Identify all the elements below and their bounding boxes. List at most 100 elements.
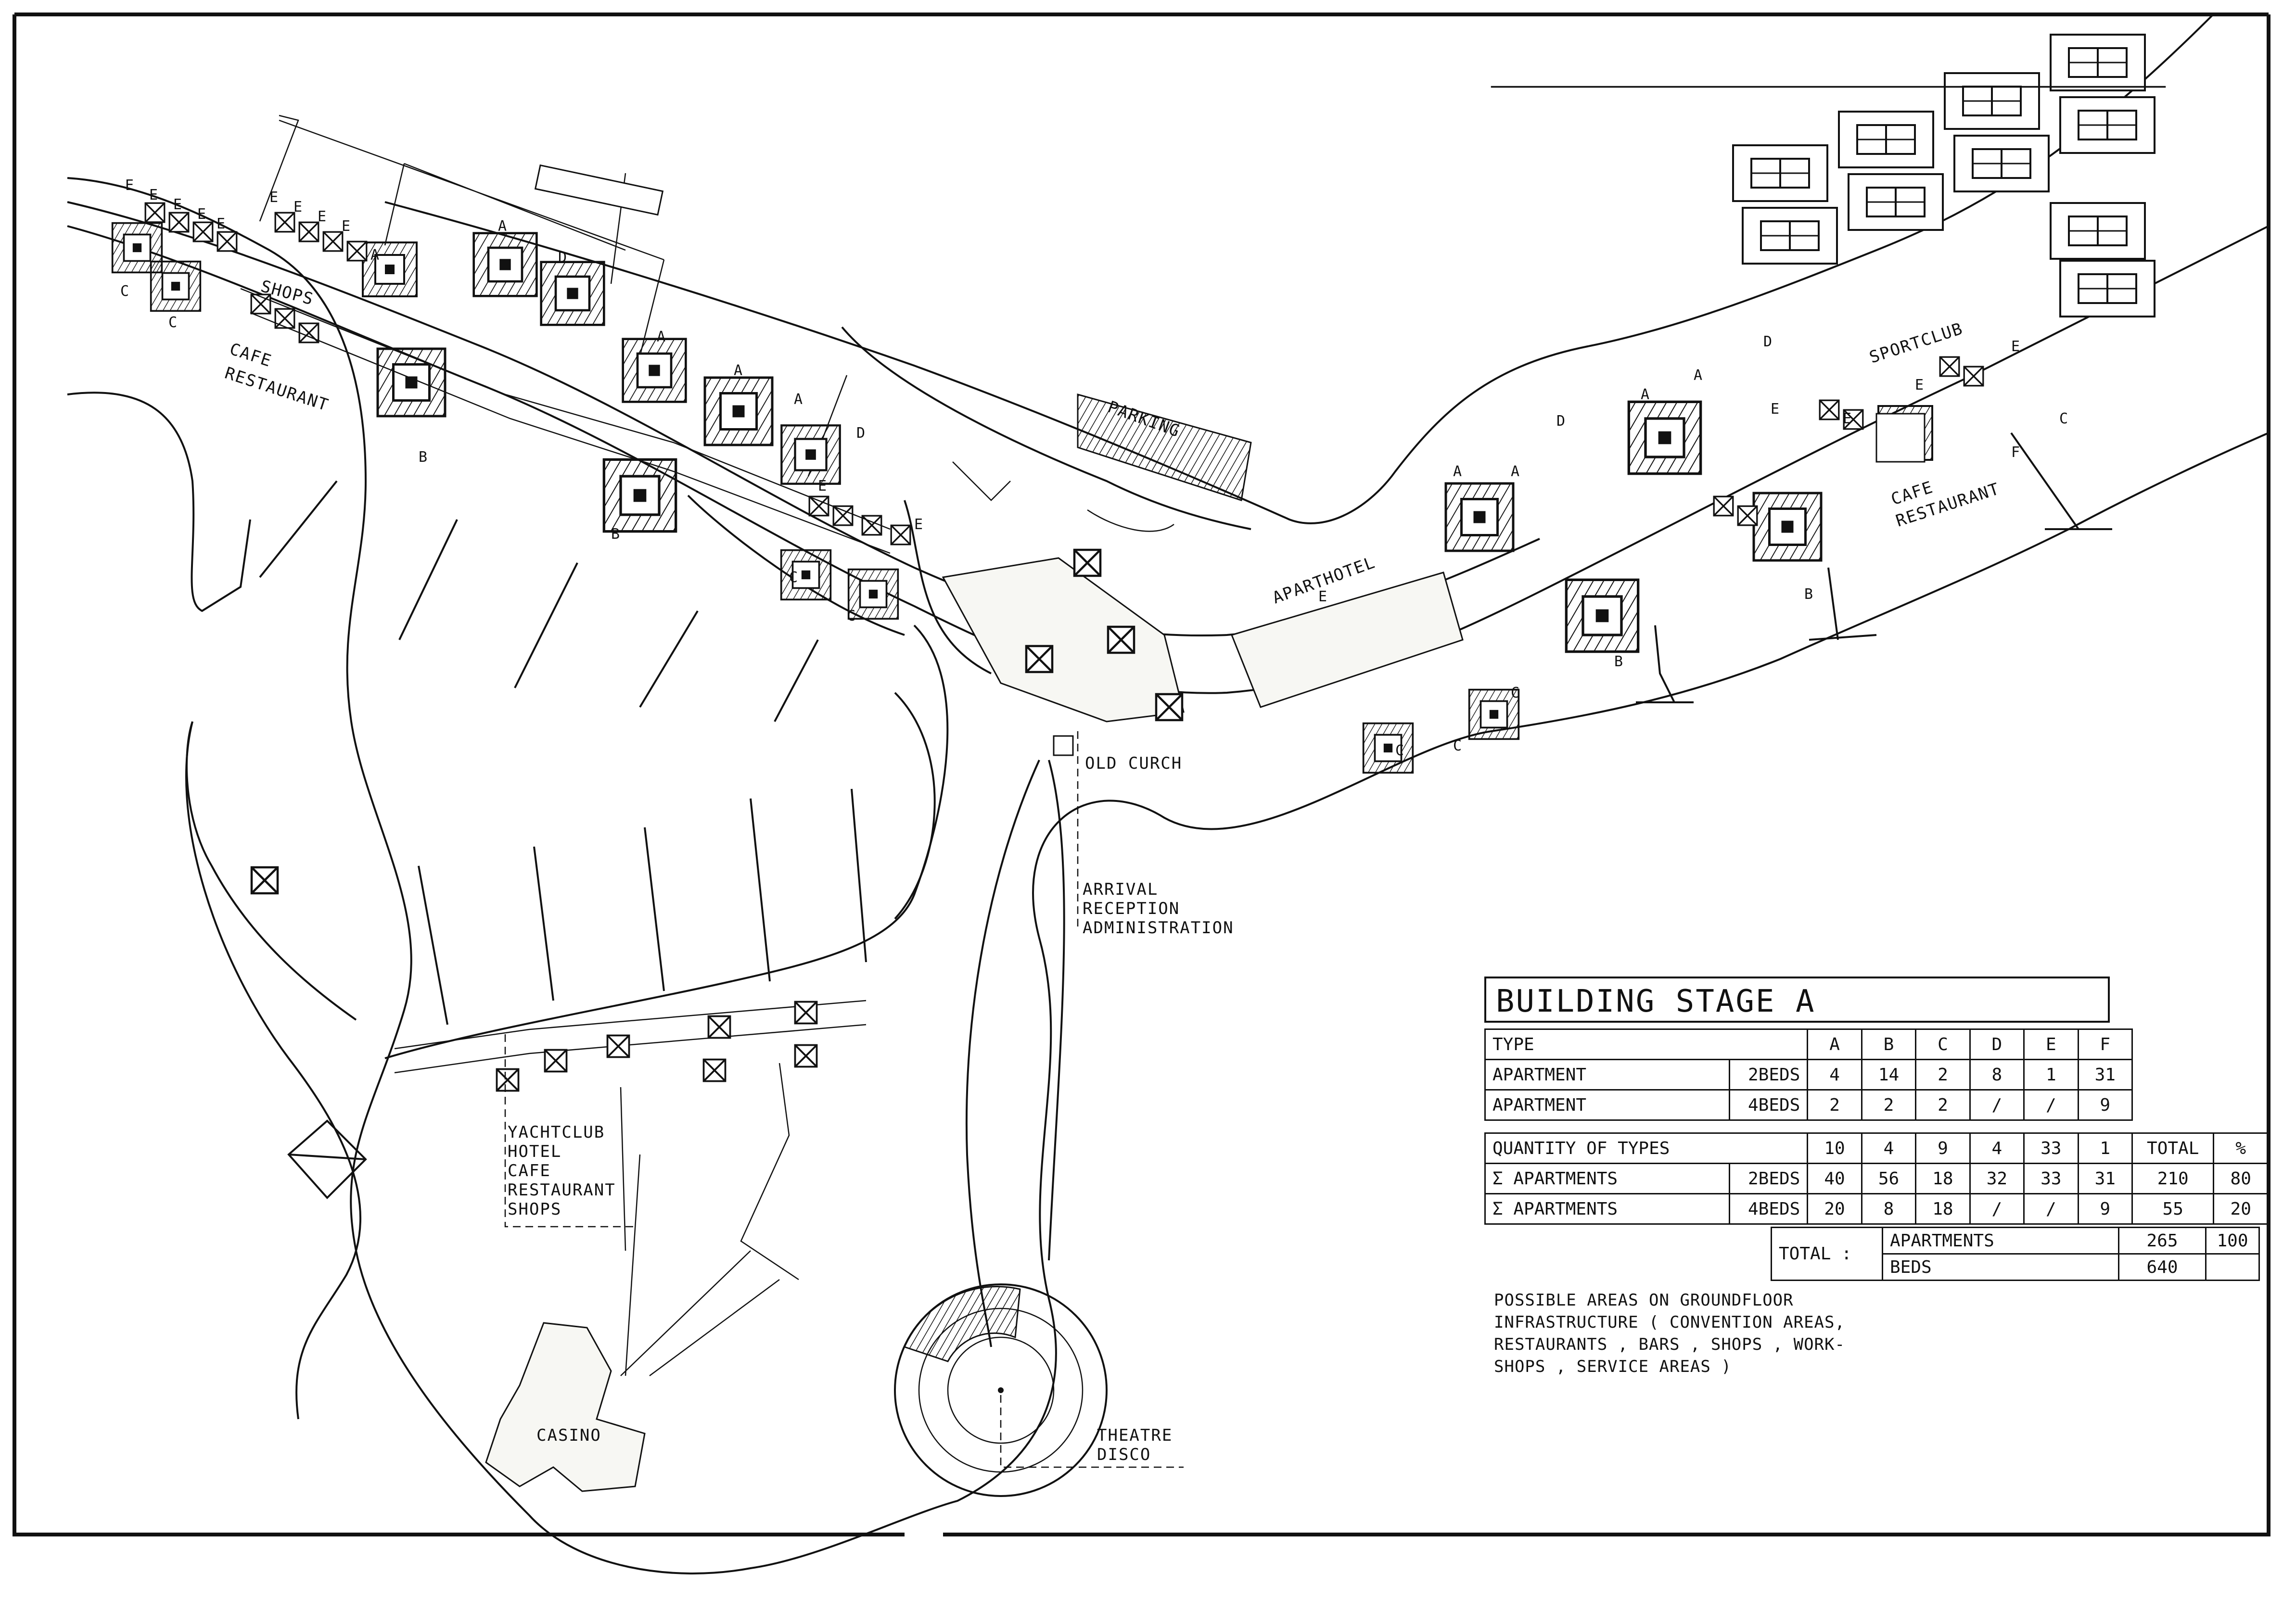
cell: / (1969, 1089, 2025, 1121)
cell: 8 (1861, 1193, 1917, 1225)
building-type-markers: E E E E E E E E E C C B B A A D A A A D … (120, 177, 2068, 759)
svg-text:C: C (168, 314, 177, 331)
cell: 18 (1915, 1193, 1971, 1225)
row-label: QUANTITY OF TYPES (1484, 1132, 1809, 1164)
cell: 20 (1807, 1193, 1862, 1225)
svg-text:E: E (342, 218, 350, 235)
svg-text:A: A (1694, 367, 1702, 384)
theatre-building (894, 1283, 1108, 1497)
type-e-header: E (2023, 1028, 2079, 1060)
table-row: Σ APARTMENTS 2BEDS 40 56 18 32 33 31 210… (1484, 1163, 2269, 1194)
cell: / (1969, 1193, 2025, 1225)
total-header: TOTAL (2131, 1132, 2215, 1164)
totals-row: TOTAL : APARTMENTS 265 100 (1771, 1227, 2260, 1281)
cell: 4 (1807, 1059, 1862, 1091)
table-spacer (1485, 1119, 2268, 1134)
cell: 31 (2077, 1059, 2133, 1091)
totals-apartments-label: APARTMENTS (1882, 1227, 2119, 1255)
label-casino: CASINO (536, 1426, 601, 1445)
totals-apartments-value: 265 (2118, 1227, 2206, 1255)
svg-text:B: B (1804, 586, 1813, 603)
svg-text:A: A (1641, 386, 1649, 403)
cell: 8 (1969, 1059, 2025, 1091)
svg-text:C: C (789, 569, 798, 586)
infrastructure-notes: POSSIBLE AREAS ON GROUNDFLOOR INFRASTRUC… (1494, 1291, 1845, 1376)
cell: 9 (1915, 1132, 1971, 1164)
cell: / (2023, 1089, 2079, 1121)
tennis-courts (1491, 34, 2166, 317)
row-beds: 2BEDS (1729, 1163, 1809, 1194)
svg-text:D: D (1556, 413, 1565, 430)
svg-text:E: E (269, 189, 278, 206)
svg-text:C: C (120, 283, 129, 300)
type-d-header: D (1969, 1028, 2025, 1060)
cell: 40 (1807, 1163, 1862, 1194)
svg-text:E: E (1915, 377, 1924, 393)
central-complex (942, 393, 1252, 756)
svg-text:B: B (419, 449, 427, 466)
label-shops-yachtclub: SHOPS (508, 1200, 561, 1219)
svg-text:A: A (1453, 463, 1462, 480)
north-parcels (259, 114, 848, 477)
row-beds: 4BEDS (1729, 1193, 1809, 1225)
cell: 2 (1861, 1089, 1917, 1121)
table-row: APARTMENT 4BEDS 2 2 2 / / 9 (1484, 1089, 2268, 1121)
svg-text:A: A (498, 218, 507, 235)
row-label: APARTMENT (1484, 1059, 1731, 1091)
label-restaurant: RESTAURANT (508, 1180, 616, 1200)
cell: 2 (1915, 1089, 1971, 1121)
svg-text:C: C (1453, 737, 1462, 754)
cell: 56 (1861, 1163, 1917, 1194)
cell: 10 (1807, 1132, 1862, 1164)
stage-data-table: TYPE A B C D E F APARTMENT 2BEDS 4 14 2 … (1484, 1028, 2269, 1225)
svg-text:E: E (217, 216, 225, 232)
svg-text:C: C (2059, 410, 2068, 427)
type-a-header: A (1807, 1028, 1862, 1060)
table-row: Σ APARTMENTS 4BEDS 20 8 18 / / 9 55 20 (1484, 1193, 2269, 1225)
label-old-church: OLD CURCH (1085, 754, 1182, 773)
building-stage-table: BUILDING STAGE A TYPE A B C D E F APARTM… (1484, 977, 2269, 1281)
svg-text:A: A (794, 391, 803, 408)
leader-lines (504, 731, 1184, 1468)
table-row: APARTMENT 2BEDS 4 14 2 8 1 31 (1484, 1059, 2268, 1091)
svg-text:E: E (1771, 401, 1779, 418)
cell: 2 (1915, 1059, 1971, 1091)
cell: 4 (1969, 1132, 2025, 1164)
cell: 18 (1915, 1163, 1971, 1194)
type-b-header: B (1861, 1028, 1917, 1060)
label-disco: DISCO (1097, 1445, 1151, 1464)
west-residential (111, 202, 911, 620)
total-cell: 210 (2131, 1163, 2215, 1194)
svg-text:E: E (293, 199, 302, 216)
svg-text:F: F (2011, 444, 2020, 461)
svg-text:A: A (734, 362, 742, 379)
svg-text:C: C (847, 608, 855, 624)
totals-beds-value: 640 (2118, 1253, 2206, 1281)
label-hotel: HOTEL (508, 1142, 561, 1161)
total-cell: 55 (2131, 1193, 2215, 1225)
east-residential (1230, 356, 2112, 774)
label-cafe: CAFE (508, 1161, 551, 1180)
type-f-header: F (2077, 1028, 2133, 1060)
table-row: QUANTITY OF TYPES 10 4 9 4 33 1 TOTAL % (1484, 1132, 2269, 1164)
row-beds: 4BEDS (1729, 1089, 1809, 1121)
cell: / (2023, 1193, 2079, 1225)
cell: 33 (2023, 1132, 2079, 1164)
drawing-frame (13, 13, 2270, 1536)
totals-beds-label: BEDS (1882, 1253, 2119, 1281)
row-label: Σ APARTMENTS (1484, 1163, 1731, 1194)
cell: 2 (1807, 1089, 1862, 1121)
totals-beds-pct (2205, 1253, 2260, 1281)
cell: 1 (2023, 1059, 2079, 1091)
totals-apartments-pct: 100 (2205, 1227, 2260, 1255)
type-header: TYPE (1484, 1028, 1809, 1060)
row-label: APARTMENT (1484, 1089, 1731, 1121)
yachtclub-promenade (287, 1000, 867, 1281)
totals-label: TOTAL : (1771, 1227, 1883, 1281)
svg-text:D: D (558, 249, 567, 266)
svg-text:A: A (370, 247, 379, 264)
svg-text:B: B (1614, 653, 1623, 670)
label-yachtclub: YACHTCLUB (508, 1123, 605, 1142)
cell: 33 (2023, 1163, 2079, 1194)
